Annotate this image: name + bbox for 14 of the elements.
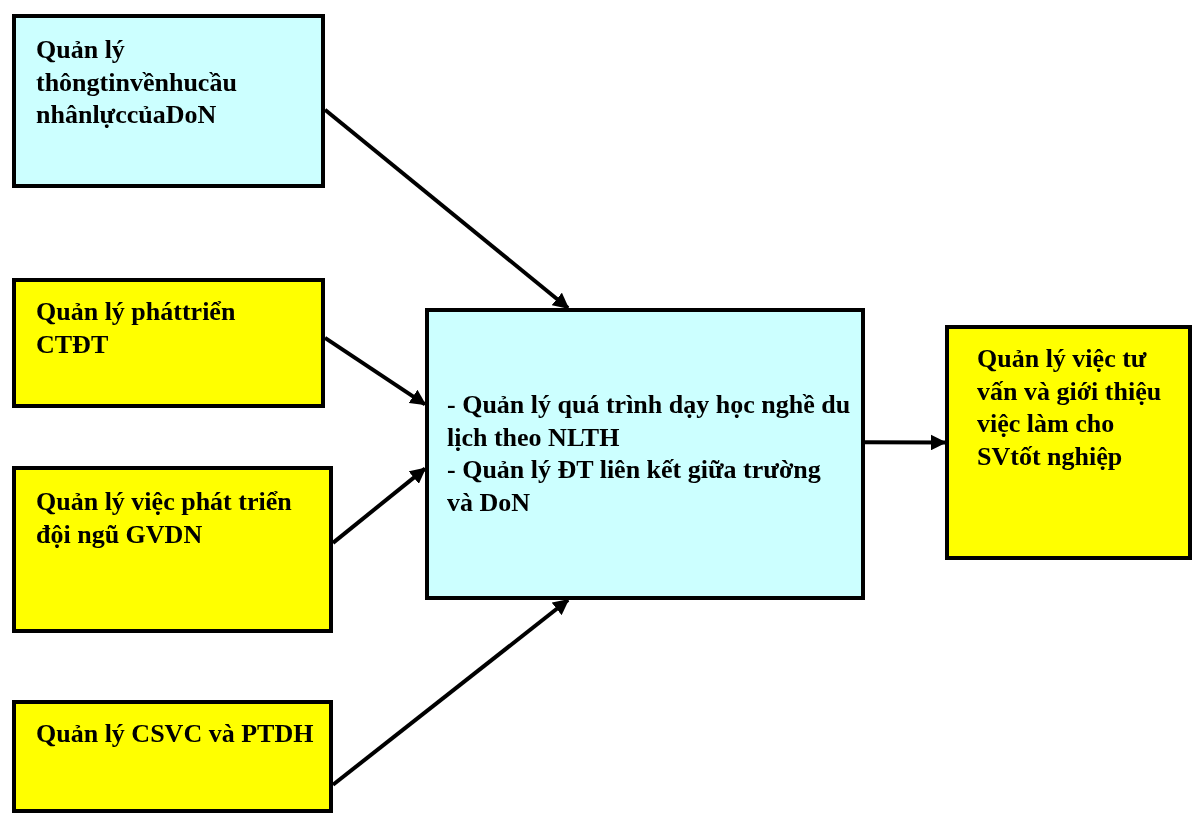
- box-text: Quản lý việc tư vấn và giới thiệu việc làm cho SVtốt nghiệp: [977, 343, 1163, 473]
- process-box: [12, 278, 325, 408]
- process-box: [12, 466, 333, 633]
- process-box: [425, 308, 865, 600]
- box-text: Quản lý CSVC và PTDH: [36, 718, 315, 750]
- process-box: [945, 325, 1192, 560]
- box-text: Quản lý thôngtinvềnhucầu nhânlựccủaDoN: [36, 34, 238, 131]
- process-box: [12, 14, 325, 188]
- box-text: Quản lý pháttriển CTĐT: [36, 296, 237, 361]
- box-text: Quản lý việc phát triển đội ngũ GVDN: [36, 486, 293, 551]
- arrow: [865, 434, 947, 451]
- process-box: [12, 700, 333, 813]
- box-text: - Quản lý ĐT liên kết giữa trường và DoN: [447, 454, 822, 519]
- box-text: - Quản lý quá trình dạy học nghề du lịch theo NLTH: [447, 389, 851, 454]
